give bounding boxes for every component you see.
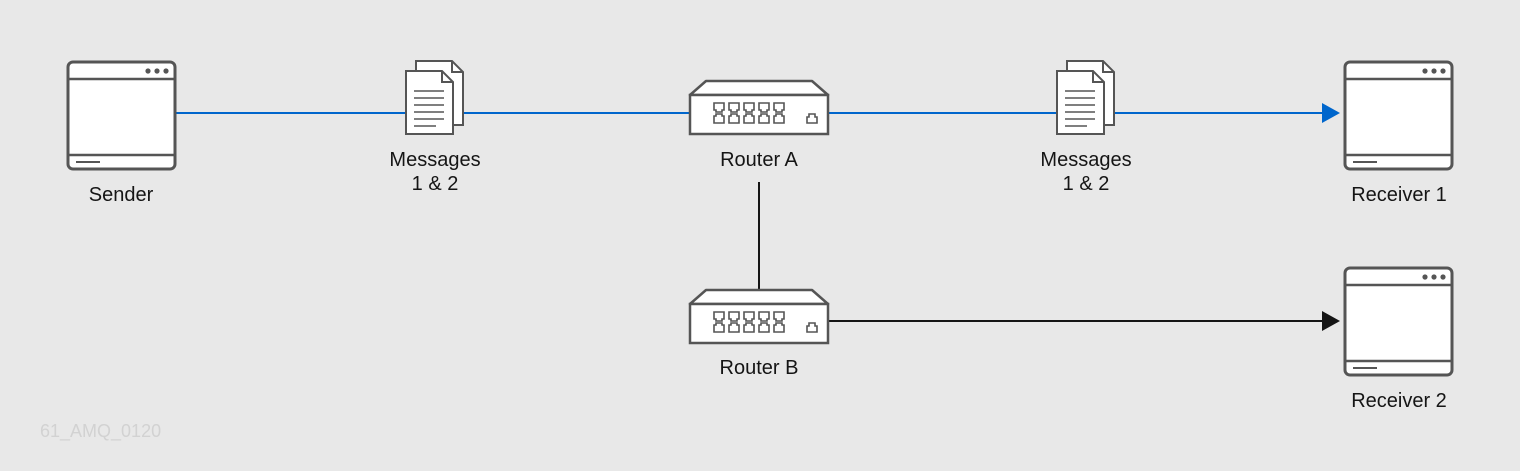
messages-left-label: Messages 1 & 2	[355, 148, 515, 196]
messages-right-label-line2: 1 & 2	[1062, 173, 1110, 195]
receiver-2-label: Receiver 2	[1351, 390, 1447, 412]
messages-left-document-icon	[405, 60, 464, 135]
receiver-1-window-icon	[1343, 60, 1454, 171]
router-b-icon	[688, 288, 830, 345]
messages-left-label-line2: 1 & 2	[411, 173, 459, 195]
messages-right-label: Messages 1 & 2	[1006, 148, 1166, 196]
router-b-label: Router B	[719, 357, 799, 379]
router-a-icon	[688, 79, 830, 136]
messages-right-label-line1: Messages	[1040, 149, 1132, 171]
messages-right-document-icon	[1056, 60, 1115, 135]
figure-id-watermark: 61_AMQ_0120	[40, 421, 162, 441]
sender-window-icon	[66, 60, 177, 171]
router-a-label: Router A	[720, 149, 798, 171]
sender-label: Sender	[88, 184, 154, 206]
messages-left-label-line1: Messages	[389, 149, 481, 171]
receiver-1-label: Receiver 1	[1351, 184, 1447, 206]
receiver-2-window-icon	[1343, 266, 1454, 377]
